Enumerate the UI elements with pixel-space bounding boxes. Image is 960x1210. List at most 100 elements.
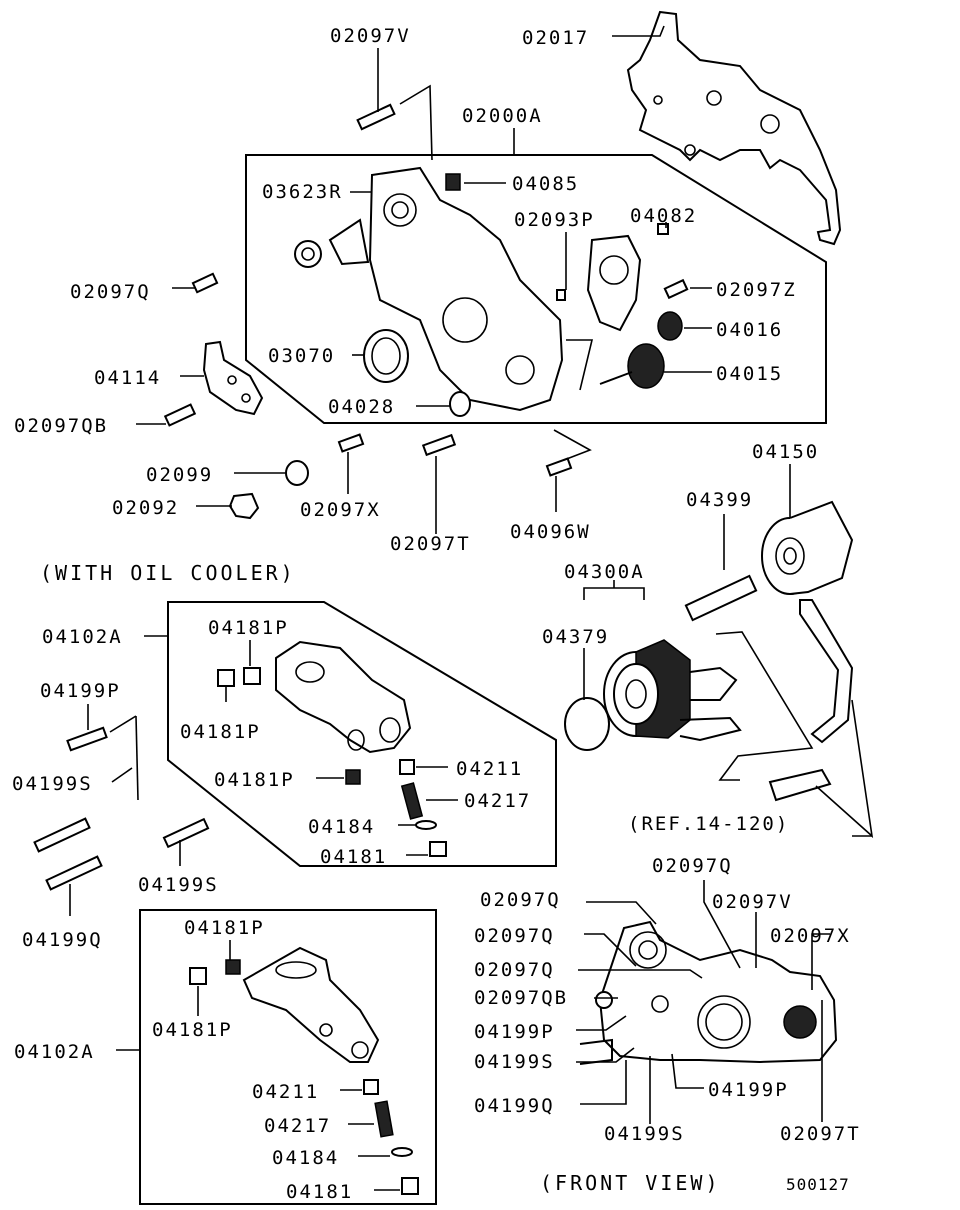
- bolt-04399: [684, 574, 758, 622]
- gasket-04184-low: [391, 1147, 413, 1157]
- label-04217-mid: 04217: [464, 790, 531, 812]
- label-04184-low: 04184: [272, 1147, 339, 1169]
- label-02097Z: 02097Z: [716, 279, 797, 301]
- plug-04181P-low-a: [189, 967, 207, 985]
- leader-lines-mid: [69, 635, 458, 916]
- label-02099: 02099: [146, 464, 213, 486]
- label-04199S-b: 04199S: [138, 874, 219, 896]
- o-ring-04028: [449, 391, 471, 417]
- label-02093P: 02093P: [514, 209, 595, 231]
- label-02097T-top: 02097T: [390, 533, 471, 555]
- spring-04217-low: [374, 1100, 394, 1138]
- oil-filter-bracket-mid: [275, 640, 412, 754]
- spring-04217-mid: [400, 782, 424, 820]
- label-04211-low: 04211: [252, 1081, 319, 1103]
- bolt-02097QB-top: [163, 403, 197, 427]
- label-fv-04199Q: 04199Q: [474, 1095, 555, 1117]
- label-02000A: 02000A: [462, 105, 543, 127]
- main-assembly-frame: [245, 154, 827, 424]
- bolt-02097X-top: [337, 433, 365, 453]
- plug-04181P-low-b: [225, 959, 241, 975]
- bolts-left-group: [33, 726, 210, 891]
- plug-04211-low: [363, 1079, 379, 1095]
- label-04181P-c: 04181P: [214, 769, 295, 791]
- label-fv-02097Q-a: 02097Q: [652, 855, 733, 877]
- plug-04181P-mid-b: [243, 667, 261, 685]
- oil-cooler-frame: [167, 601, 557, 867]
- label-04181-low: 04181: [286, 1181, 353, 1203]
- o-ring-02099: [285, 460, 309, 486]
- oil-filter-bracket-low: [242, 946, 380, 1063]
- pin-02093P: [556, 289, 566, 301]
- label-fv-04199S-b: 04199S: [604, 1123, 685, 1145]
- label-03623R: 03623R: [262, 181, 343, 203]
- front-case: [328, 166, 564, 412]
- label-04217-low: 04217: [264, 1115, 331, 1137]
- oil-seal-03623R: [294, 240, 322, 268]
- label-fv-02097Q-c: 02097Q: [474, 925, 555, 947]
- gasket-04114: [202, 340, 264, 416]
- label-02092: 02092: [112, 497, 179, 519]
- label-fv-02097Q-d: 02097Q: [474, 959, 555, 981]
- gasket-02092: [228, 492, 260, 520]
- label-02097QB-top: 02097QB: [14, 415, 108, 437]
- label-04199S-a: 04199S: [12, 773, 93, 795]
- label-04211-mid: 04211: [456, 758, 523, 780]
- label-04016: 04016: [716, 319, 783, 341]
- label-fv-04199P-a: 04199P: [474, 1021, 555, 1043]
- plug-04085: [445, 173, 461, 191]
- oil-pump-cover: [586, 234, 642, 332]
- label-04181-mid: 04181: [320, 846, 387, 868]
- label-04181P-a: 04181P: [208, 617, 289, 639]
- caption-front-view: (FRONT VIEW): [540, 1171, 721, 1195]
- bolt-04096W: [545, 457, 573, 477]
- plug-04181-mid: [429, 841, 447, 857]
- label-04181P-d: 04181P: [184, 917, 265, 939]
- lower-box-frame: [139, 909, 437, 1205]
- bolt-02097T-top: [421, 433, 457, 457]
- label-04199Q-left: 04199Q: [22, 929, 103, 951]
- oil-hoses: [768, 599, 854, 802]
- label-02097Q-top: 02097Q: [70, 281, 151, 303]
- label-02097X-top: 02097X: [300, 499, 381, 521]
- label-04096W: 04096W: [510, 521, 591, 543]
- front-view-engine: [579, 920, 838, 1065]
- label-03070: 03070: [268, 345, 335, 367]
- bolt-02097Z: [663, 278, 689, 300]
- callout-labels: 02097V 02017 02000A 04085 03623R 02093P …: [12, 25, 861, 1203]
- caption-with-oil-cooler: (WITH OIL COOLER): [40, 561, 296, 585]
- plug-04181P-mid-c: [345, 769, 361, 785]
- label-04300A: 04300A: [564, 561, 645, 583]
- leader-lines-top: [136, 25, 712, 534]
- leader-lines-low: [116, 940, 400, 1191]
- gasket-04184-mid: [415, 820, 437, 830]
- plug-04211-mid: [399, 759, 415, 775]
- label-fv-04199P-b: 04199P: [708, 1079, 789, 1101]
- gasket-02017: [626, 10, 842, 246]
- label-04199P-left: 04199P: [40, 680, 121, 702]
- gear-04015: [599, 343, 665, 389]
- label-04085: 04085: [512, 173, 579, 195]
- label-fv-04199S-a: 04199S: [474, 1051, 555, 1073]
- label-04028: 04028: [328, 396, 395, 418]
- label-04184-mid: 04184: [308, 816, 375, 838]
- bolt-02097Q-top: [191, 272, 219, 294]
- o-ring-04379: [564, 697, 610, 751]
- leader-lines-front: [576, 880, 830, 1124]
- drawing-number: 500127: [786, 1175, 850, 1194]
- label-fv-02097T: 02097T: [780, 1123, 861, 1145]
- bolt-02097V: [356, 103, 396, 131]
- label-04102A-mid: 04102A: [42, 626, 123, 648]
- label-fv-02097X: 02097X: [770, 925, 851, 947]
- label-fv-02097QB: 02097QB: [474, 987, 568, 1009]
- oil-seal-03070: [363, 329, 409, 383]
- oil-filter-04150: [761, 500, 854, 595]
- label-04181P-b: 04181P: [180, 721, 261, 743]
- caption-ref: (REF.14-120): [628, 813, 789, 835]
- captions: (WITH OIL COOLER) (REF.14-120) (FRONT VI…: [40, 561, 850, 1195]
- label-02097V: 02097V: [330, 25, 411, 47]
- label-02017: 02017: [522, 27, 589, 49]
- label-04181P-e: 04181P: [152, 1019, 233, 1041]
- label-fv-02097V: 02097V: [712, 891, 793, 913]
